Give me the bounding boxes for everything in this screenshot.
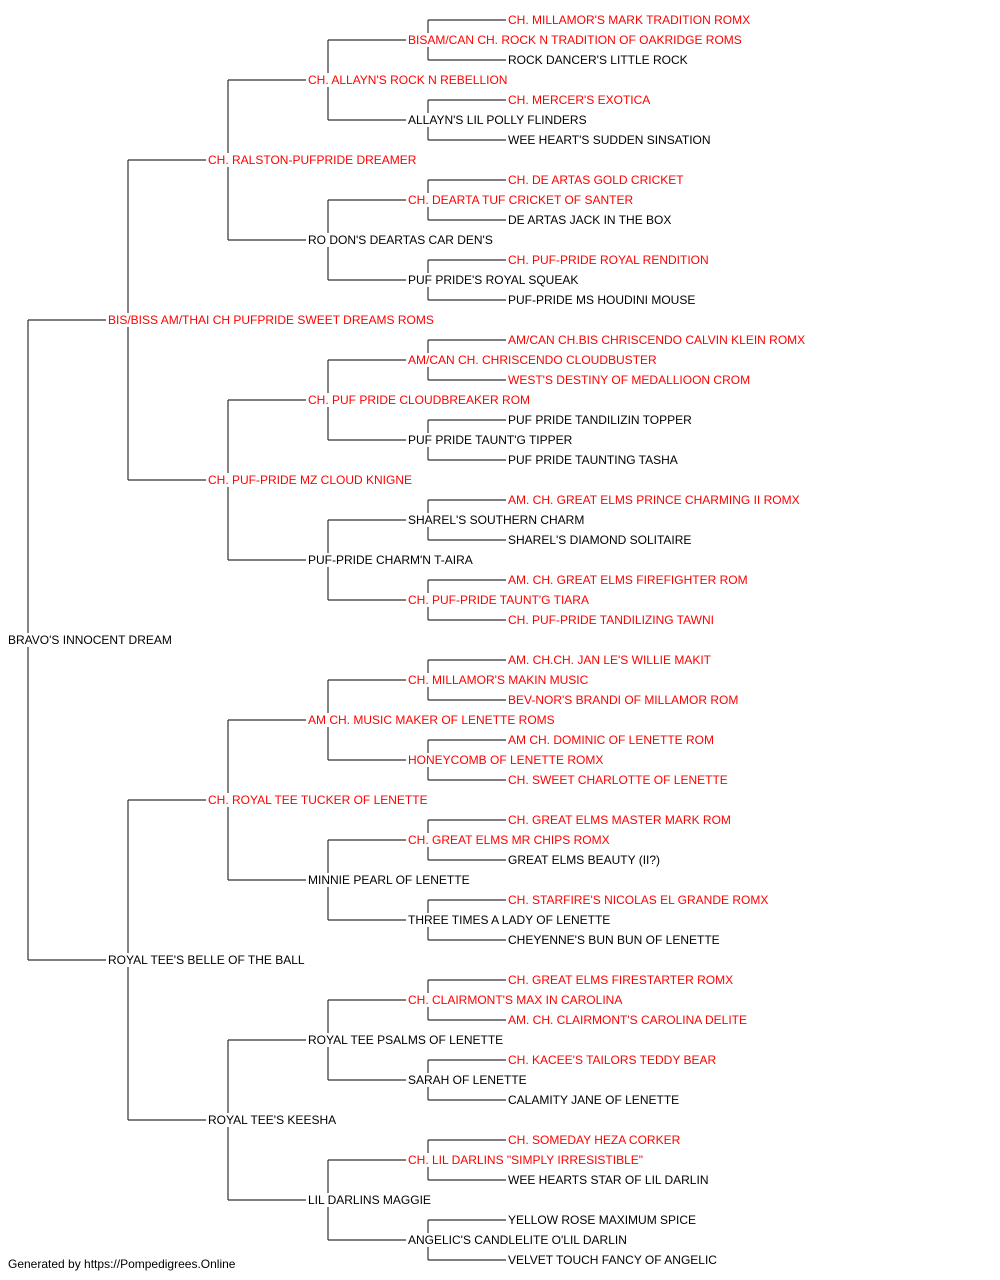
dog-name-sire.sire.sire.sire.dam: ROCK DANCER'S LITTLE ROCK xyxy=(508,53,688,67)
dog-name-sire.sire.sire.sire.sire: CH. MILLAMOR'S MARK TRADITION ROMX xyxy=(508,13,750,27)
dog-name-sire.sire.dam.dam.sire: CH. PUF-PRIDE ROYAL RENDITION xyxy=(508,253,709,267)
dog-name-dam.dam.dam.sire: CH. LIL DARLINS "SIMPLY IRRESISTIBLE" xyxy=(408,1153,643,1167)
dog-name-dam.sire.dam.dam.sire: CH. STARFIRE'S NICOLAS EL GRANDE ROMX xyxy=(508,893,768,907)
dog-name-dam.dam.sire.dam: SARAH OF LENETTE xyxy=(408,1073,527,1087)
dog-name-dam.dam.sire.sire: CH. CLAIRMONT'S MAX IN CAROLINA xyxy=(408,993,622,1007)
dog-name-dam.sire.sire.sire: CH. MILLAMOR'S MAKIN MUSIC xyxy=(408,673,589,687)
dog-name-dam.dam.dam.sire.dam: WEE HEARTS STAR OF LIL DARLIN xyxy=(508,1173,708,1187)
dog-name-sire.sire.dam: RO DON'S DEARTAS CAR DEN'S xyxy=(308,233,493,247)
dog-name-dam.dam: ROYAL TEE'S KEESHA xyxy=(208,1113,336,1127)
dog-name-dam.dam.dam.dam.dam: VELVET TOUCH FANCY OF ANGELIC xyxy=(508,1253,717,1267)
dog-name-dam.dam.dam.sire.sire: CH. SOMEDAY HEZA CORKER xyxy=(508,1133,681,1147)
dog-name-dam.sire.sire.dam.sire: AM CH. DOMINIC OF LENETTE ROM xyxy=(508,733,714,747)
dog-name-dam.sire.dam.sire: CH. GREAT ELMS MR CHIPS ROMX xyxy=(408,833,610,847)
dog-name-dam.sire.sire.dam: HONEYCOMB OF LENETTE ROMX xyxy=(408,753,603,767)
dog-name-dam.sire.dam: MINNIE PEARL OF LENETTE xyxy=(308,873,470,887)
footer-credit: Generated by https://Pompedigrees.Online xyxy=(8,1257,236,1271)
dog-name-dam.dam.sire.sire.sire: CH. GREAT ELMS FIRESTARTER ROMX xyxy=(508,973,733,987)
dog-name-dam.dam.sire.sire.dam: AM. CH. CLAIRMONT'S CAROLINA DELITE xyxy=(508,1013,747,1027)
dog-name-sire.sire: CH. RALSTON-PUFPRIDE DREAMER xyxy=(208,153,417,167)
dog-name-dam.dam.dam.dam.sire: YELLOW ROSE MAXIMUM SPICE xyxy=(508,1213,696,1227)
dog-name-sire.sire.sire.dam.sire: CH. MERCER'S EXOTICA xyxy=(508,93,650,107)
dog-name-dam.sire.sire.sire.sire: AM. CH.CH. JAN LE'S WILLIE MAKIT xyxy=(508,653,712,667)
dog-name-sire.dam.dam.sire: SHAREL'S SOUTHERN CHARM xyxy=(408,513,584,527)
dog-name-sire.dam.sire: CH. PUF PRIDE CLOUDBREAKER ROM xyxy=(308,393,530,407)
dog-name-dam.dam.sire: ROYAL TEE PSALMS OF LENETTE xyxy=(308,1033,503,1047)
dog-name-sire.sire.sire.dam: ALLAYN'S LIL POLLY FLINDERS xyxy=(408,113,587,127)
dog-name-sire.dam.sire.sire: AM/CAN CH. CHRISCENDO CLOUDBUSTER xyxy=(408,353,657,367)
dog-name-sire.sire.dam.dam: PUF PRIDE'S ROYAL SQUEAK xyxy=(408,273,578,287)
dog-name-sire.dam.dam.dam: CH. PUF-PRIDE TAUNT'G TIARA xyxy=(408,593,589,607)
dog-name-sire.dam.dam: PUF-PRIDE CHARM'N T-AIRA xyxy=(308,553,473,567)
dog-name-dam.dam.dam.dam: ANGELIC'S CANDLELITE O'LIL DARLIN xyxy=(408,1233,627,1247)
dog-name-dam.dam.sire.dam.sire: CH. KACEE'S TAILORS TEDDY BEAR xyxy=(508,1053,716,1067)
dog-name-dam.sire.dam.sire.sire: CH. GREAT ELMS MASTER MARK ROM xyxy=(508,813,731,827)
dog-name-sire.sire.sire.sire: BISAM/CAN CH. ROCK N TRADITION OF OAKRID… xyxy=(408,33,742,47)
dog-name-subject: BRAVO'S INNOCENT DREAM xyxy=(8,633,172,647)
dog-name-sire: BIS/BISS AM/THAI CH PUFPRIDE SWEET DREAM… xyxy=(108,313,434,327)
dog-name-sire.dam.dam.dam.sire: AM. CH. GREAT ELMS FIREFIGHTER ROM xyxy=(508,573,748,587)
dog-name-sire.sire.sire.dam.dam: WEE HEART'S SUDDEN SINSATION xyxy=(508,133,711,147)
dog-name-dam.sire.sire: AM CH. MUSIC MAKER OF LENETTE ROMS xyxy=(308,713,555,727)
dog-name-sire.dam.sire.dam.sire: PUF PRIDE TANDILIZIN TOPPER xyxy=(508,413,692,427)
dog-name-dam.sire.dam.dam.dam: CHEYENNE'S BUN BUN OF LENETTE xyxy=(508,933,720,947)
dog-name-dam: ROYAL TEE'S BELLE OF THE BALL xyxy=(108,953,305,967)
dog-name-sire.sire.sire: CH. ALLAYN'S ROCK N REBELLION xyxy=(308,73,507,87)
dog-name-sire.dam.sire.dam.dam: PUF PRIDE TAUNTING TASHA xyxy=(508,453,678,467)
dog-name-sire.sire.dam.sire: CH. DEARTA TUF CRICKET OF SANTER xyxy=(408,193,633,207)
dog-name-dam.dam.sire.dam.dam: CALAMITY JANE OF LENETTE xyxy=(508,1093,679,1107)
dog-name-dam.sire.dam.dam: THREE TIMES A LADY OF LENETTE xyxy=(408,913,610,927)
dog-name-dam.sire.dam.sire.dam: GREAT ELMS BEAUTY (II?) xyxy=(508,853,660,867)
dog-name-sire.dam.sire.dam: PUF PRIDE TAUNT'G TIPPER xyxy=(408,433,573,447)
dog-name-sire.sire.dam.sire.dam: DE ARTAS JACK IN THE BOX xyxy=(508,213,671,227)
dog-name-sire.dam: CH. PUF-PRIDE MZ CLOUD KNIGNE xyxy=(208,473,412,487)
dog-name-sire.dam.sire.sire.dam: WEST'S DESTINY OF MEDALLIOON CROM xyxy=(508,373,750,387)
dog-name-sire.dam.dam.sire.sire: AM. CH. GREAT ELMS PRINCE CHARMING II RO… xyxy=(508,493,800,507)
dog-name-dam.sire.sire.sire.dam: BEV-NOR'S BRANDI OF MILLAMOR ROM xyxy=(508,693,738,707)
dog-name-dam.sire.sire.dam.dam: CH. SWEET CHARLOTTE OF LENETTE xyxy=(508,773,728,787)
dog-name-dam.sire: CH. ROYAL TEE TUCKER OF LENETTE xyxy=(208,793,428,807)
dog-name-sire.dam.sire.sire.sire: AM/CAN CH.BIS CHRISCENDO CALVIN KLEIN RO… xyxy=(508,333,805,347)
dog-name-sire.dam.dam.dam.dam: CH. PUF-PRIDE TANDILIZING TAWNI xyxy=(508,613,714,627)
dog-name-sire.sire.dam.dam.dam: PUF-PRIDE MS HOUDINI MOUSE xyxy=(508,293,695,307)
dog-name-sire.dam.dam.sire.dam: SHAREL'S DIAMOND SOLITAIRE xyxy=(508,533,691,547)
dog-name-dam.dam.dam: LIL DARLINS MAGGIE xyxy=(308,1193,431,1207)
dog-name-sire.sire.dam.sire.sire: CH. DE ARTAS GOLD CRICKET xyxy=(508,173,684,187)
